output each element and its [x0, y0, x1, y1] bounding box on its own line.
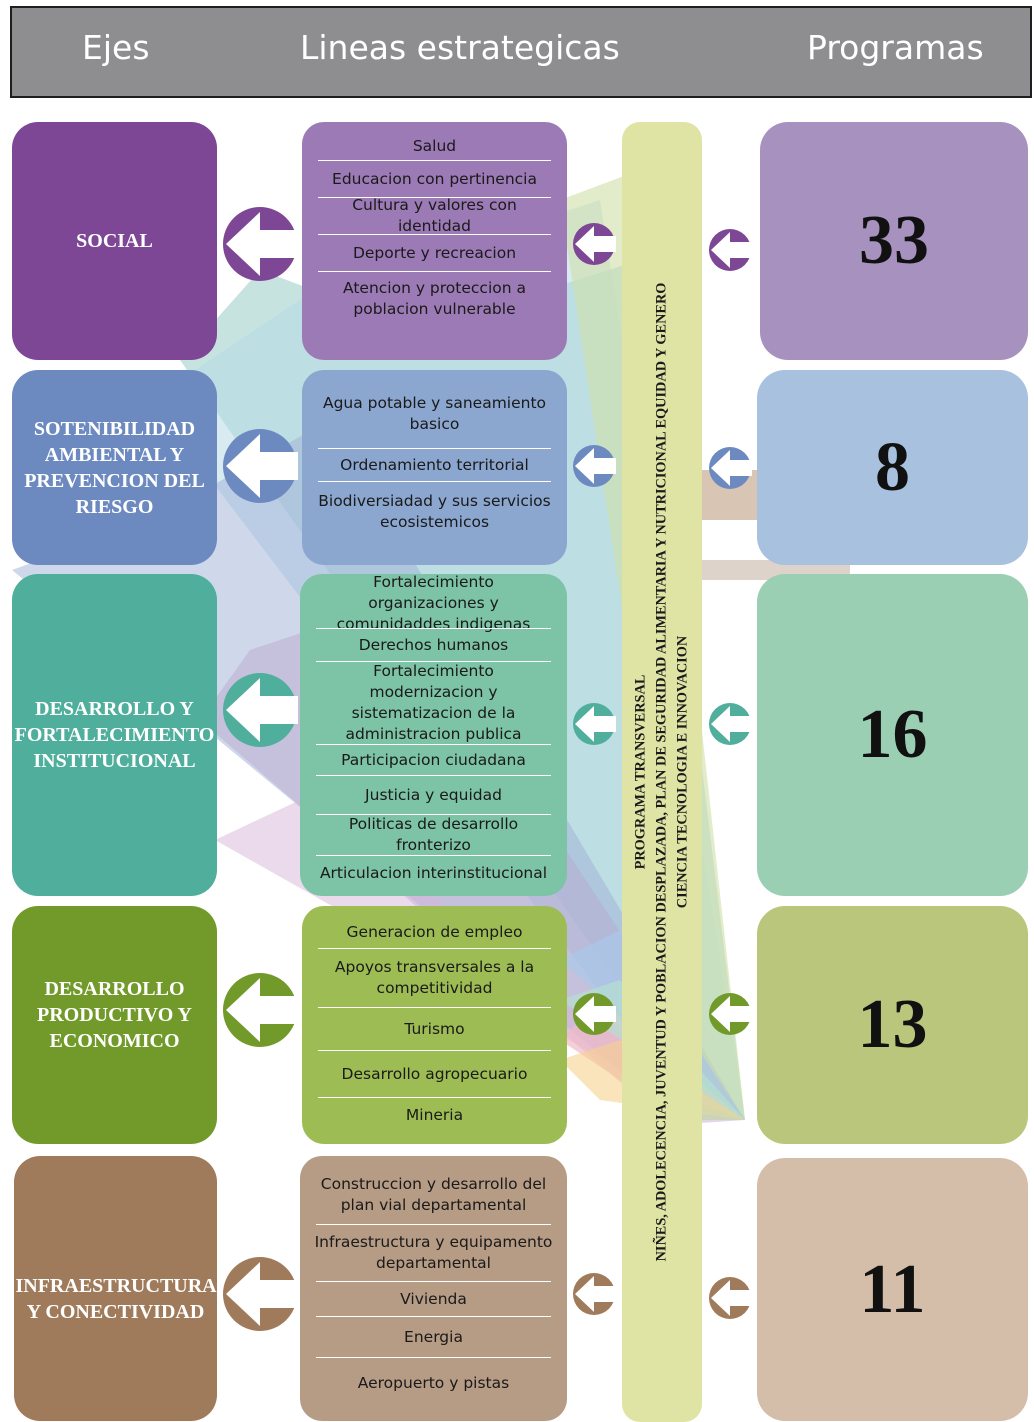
separator: [318, 234, 551, 235]
line-item: Derechos humanos: [358, 635, 509, 654]
line-item: Energia: [404, 1327, 463, 1346]
lines-sostenibilidad: Agua potable y saneamiento basico Ordena…: [302, 370, 567, 565]
lines-social: Salud Educacion con pertinencia Cultura …: [302, 122, 567, 360]
arrow-left-icon: [709, 447, 752, 489]
line-item: Mineria: [405, 1105, 464, 1124]
axis-infraestructura: INFRAESTRUCTURA Y CONECTIVIDAD: [14, 1156, 217, 1421]
line-item: Desarrollo agropecuario: [341, 1064, 528, 1083]
program-count-infraestructura: 11: [757, 1158, 1028, 1421]
transversal-line3: CIENCIA TECNOLOGIA E INNOVACION: [674, 635, 691, 909]
line-item: Vivienda: [400, 1289, 467, 1308]
separator: [318, 1050, 551, 1051]
separator: [316, 744, 551, 745]
separator: [318, 1007, 551, 1008]
program-count-social: 33: [760, 122, 1028, 360]
header-ejes: Ejes: [82, 28, 150, 67]
line-item: Infraestructura y equipamento departamen…: [314, 1233, 553, 1272]
line-item: Fortalecimiento organizaciones y comunid…: [336, 572, 531, 633]
line-item: Turismo: [404, 1019, 465, 1038]
arrow-left-icon: [223, 673, 298, 747]
axis-institucional: DESARROLLO Y FORTALECIMIENTO INSTITUCION…: [12, 574, 217, 896]
transversal-text: PROGRAMA TRANSVERSAL NIÑES, ADOLECENCIA,…: [631, 142, 694, 1402]
separator: [316, 1357, 551, 1358]
separator: [316, 1224, 551, 1225]
arrow-left-icon: [573, 445, 616, 487]
transversal-line1: PROGRAMA TRANSVERSAL: [632, 674, 649, 870]
arrow-left-icon: [223, 207, 298, 281]
program-count-institucional: 16: [757, 574, 1028, 896]
arrow-left-icon: [709, 703, 752, 745]
arrow-left-icon: [573, 223, 616, 265]
program-count-sostenibilidad: 8: [757, 370, 1028, 565]
line-item: Atencion y proteccion a poblacion vulner…: [343, 279, 526, 318]
lines-productivo: Generacion de empleo Apoyos transversale…: [302, 906, 567, 1144]
separator: [318, 271, 551, 272]
line-item: Generacion de empleo: [346, 922, 523, 941]
line-item: Fortalecimiento modernizacion y sistemat…: [345, 662, 522, 743]
line-item: Justicia y equidad: [365, 785, 502, 804]
lines-infraestructura: Construccion y desarrollo del plan vial …: [300, 1156, 567, 1421]
header-programas: Programas: [807, 28, 984, 67]
arrow-left-icon: [573, 993, 616, 1035]
line-item: Politicas de desarrollo fronterizo: [348, 815, 519, 854]
separator: [316, 855, 551, 856]
separator: [316, 775, 551, 776]
line-item: Biodiversiadad y sus servicios ecosistem…: [318, 492, 551, 531]
arrow-left-icon: [709, 229, 752, 271]
separator: [316, 814, 551, 815]
arrow-left-icon: [223, 973, 298, 1047]
arrow-left-icon: [223, 429, 298, 503]
program-count-productivo: 13: [757, 906, 1028, 1144]
separator: [316, 661, 551, 662]
line-item: Deporte y recreacion: [352, 243, 517, 262]
header-bar: Ejes Lineas estrategicas Programas: [10, 6, 1032, 98]
arrow-left-icon: [573, 703, 616, 745]
axis-social: SOCIAL: [12, 122, 217, 360]
line-item: Participacion ciudadana: [341, 750, 526, 769]
line-item: Construccion y desarrollo del plan vial …: [320, 1175, 547, 1214]
line-item: Ordenamiento territorial: [340, 455, 529, 474]
line-item: Salud: [412, 136, 457, 155]
lines-institucional: Fortalecimiento organizaciones y comunid…: [300, 572, 567, 896]
line-item: Educacion con pertinencia: [332, 169, 537, 188]
separator: [316, 1316, 551, 1317]
separator: [318, 948, 551, 949]
separator: [316, 628, 551, 629]
separator: [316, 1281, 551, 1282]
arrow-left-icon: [223, 1257, 298, 1331]
line-item: Aeropuerto y pistas: [357, 1373, 510, 1392]
arrow-left-icon: [573, 1273, 616, 1315]
separator: [318, 1097, 551, 1098]
arrow-left-icon: [709, 993, 752, 1035]
transversal-line2: NIÑES, ADOLECENCIA, JUVENTUD Y POBLACION…: [653, 282, 670, 1262]
separator: [318, 197, 551, 198]
header-lineas: Lineas estrategicas: [300, 28, 620, 67]
line-item: Apoyos transversales a la competitividad: [334, 958, 535, 997]
separator: [318, 448, 551, 449]
separator: [318, 160, 551, 161]
separator: [318, 481, 551, 482]
axis-productivo: DESARROLLO PRODUCTIVO Y ECONOMICO: [12, 906, 217, 1144]
transversal-band: [622, 122, 702, 1422]
line-item: Articulacion interinstitucional: [319, 863, 548, 882]
line-item: Cultura y valores con identidad: [352, 196, 517, 235]
axis-sostenibilidad: SOTENIBILIDAD AMBIENTAL Y PREVENCION DEL…: [12, 370, 217, 565]
line-item: Agua potable y saneamiento basico: [322, 394, 547, 433]
arrow-left-icon: [709, 1277, 752, 1319]
